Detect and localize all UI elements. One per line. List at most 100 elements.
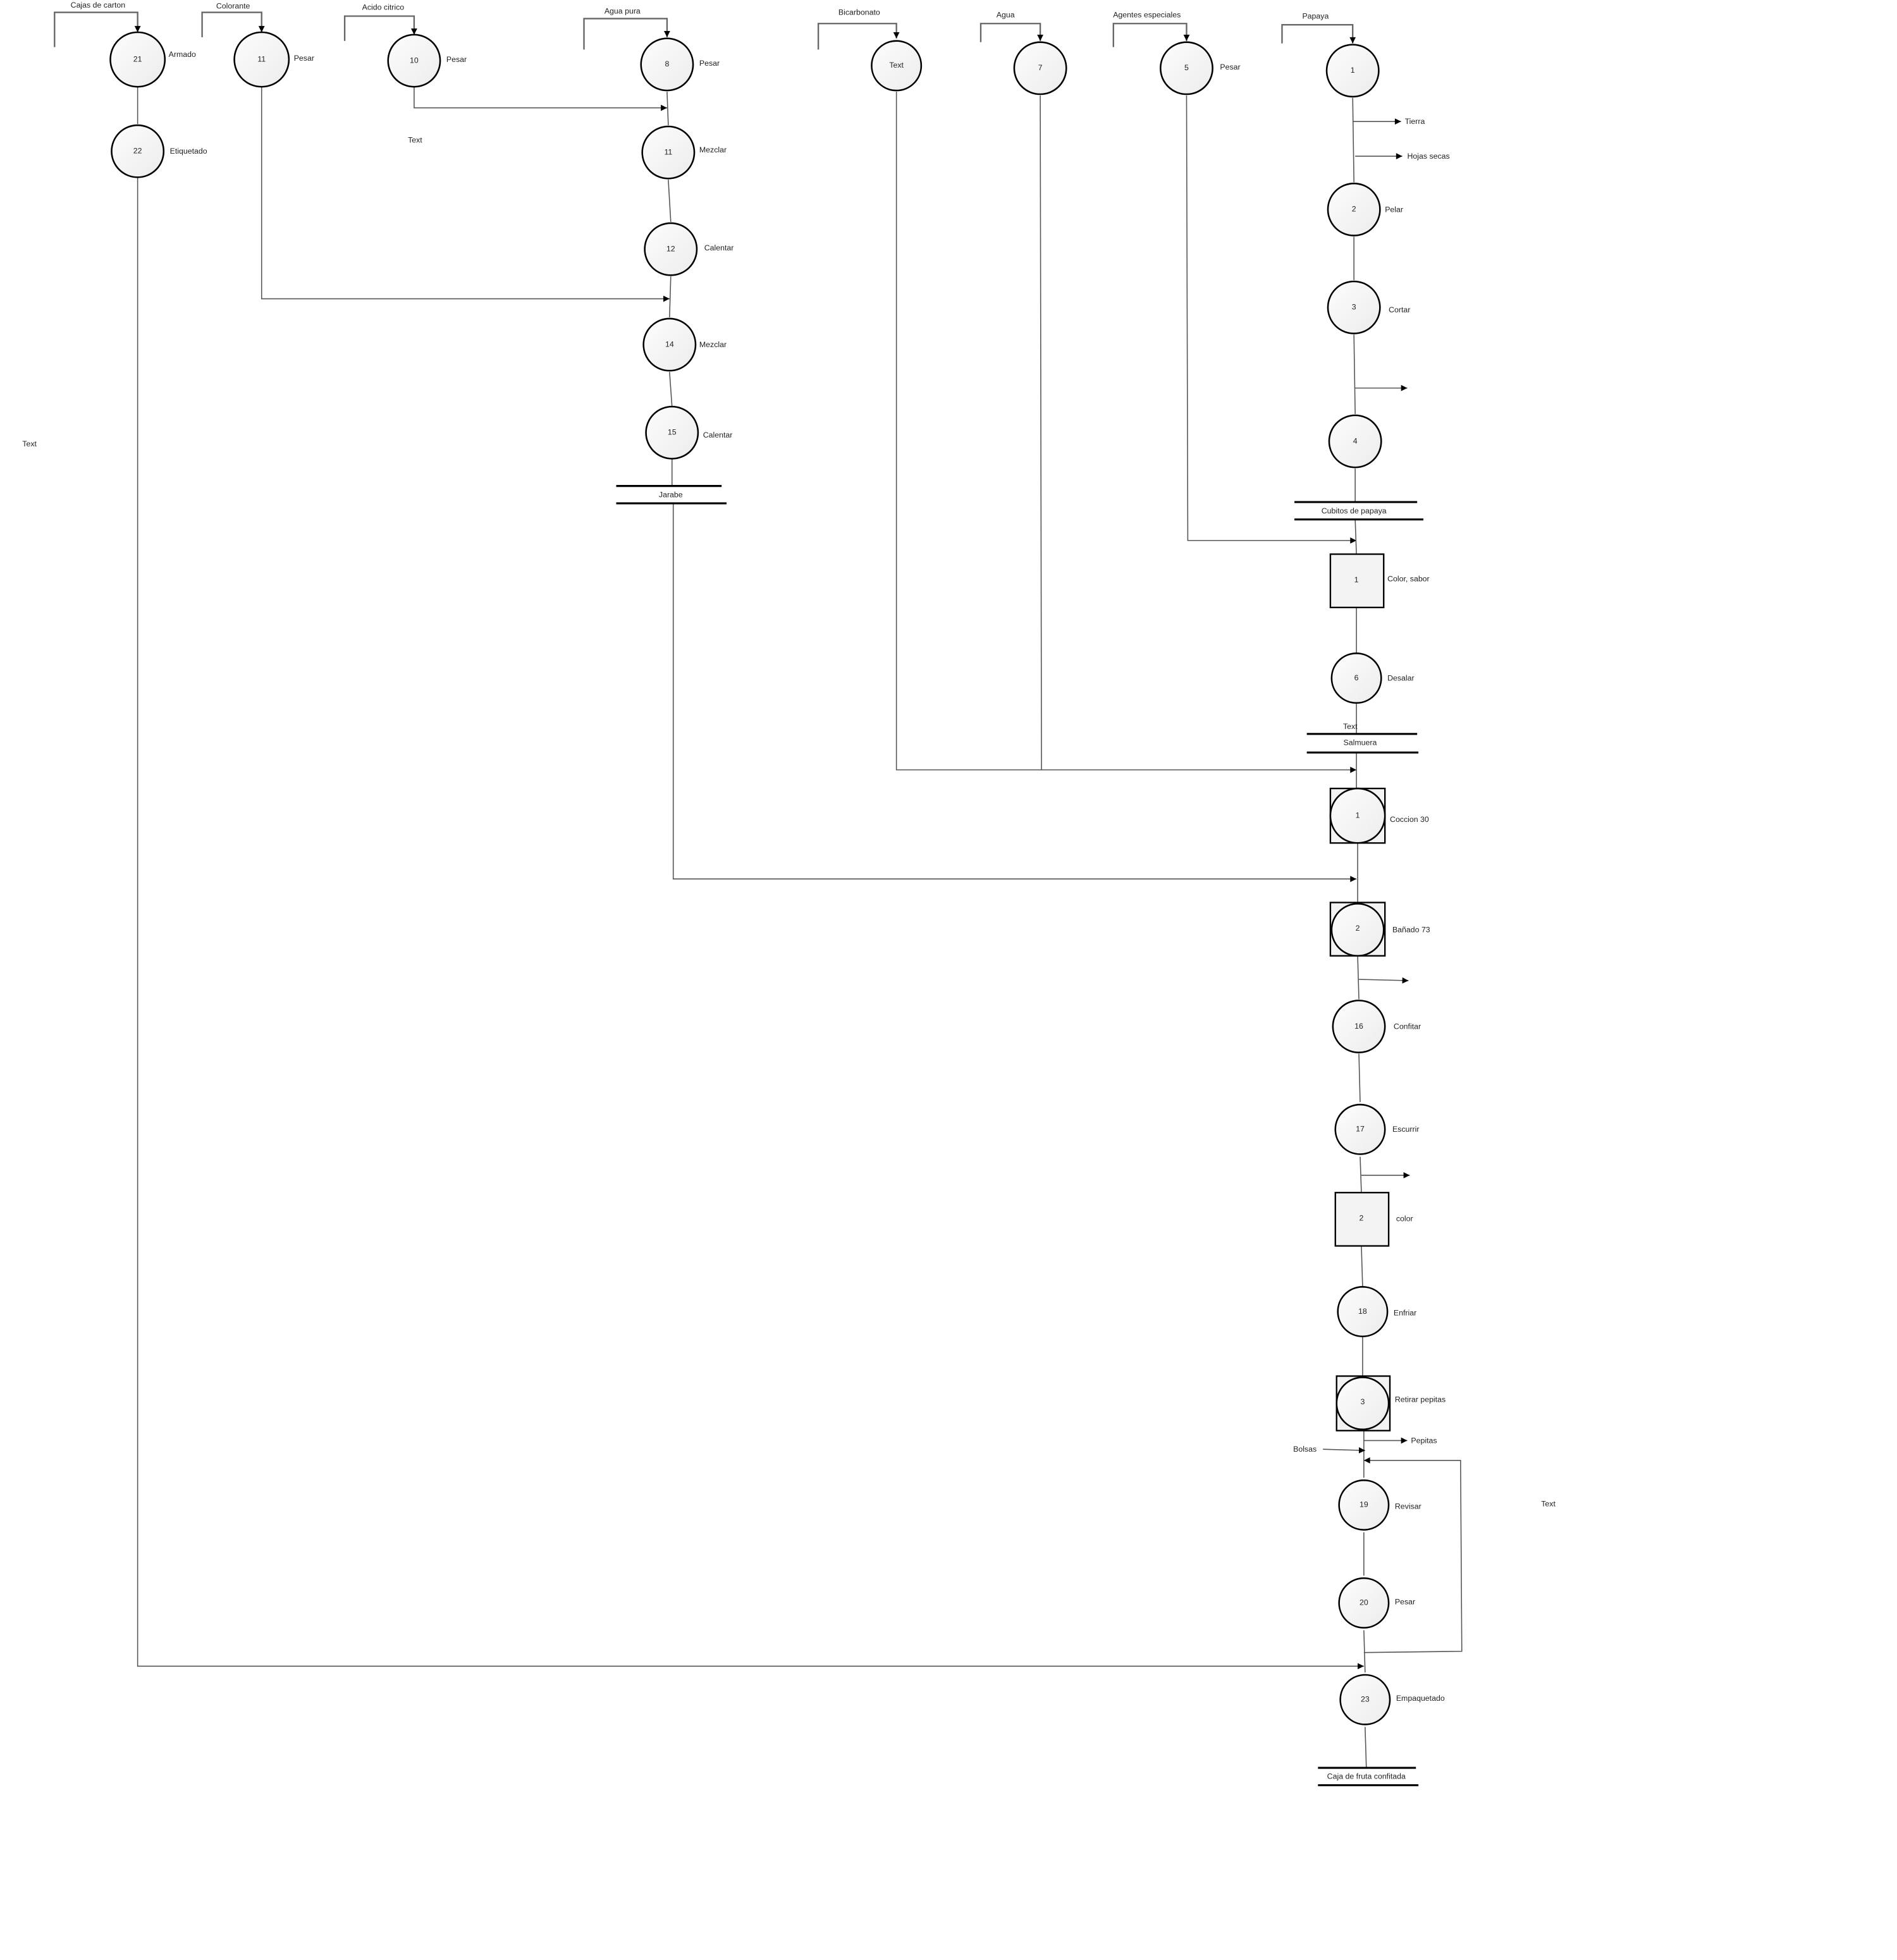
op-label: Pesar xyxy=(446,55,467,64)
op-number: 15 xyxy=(668,428,677,437)
input-label: Bolsas xyxy=(1293,1445,1317,1454)
operation-1[interactable]: 1 xyxy=(1325,44,1380,98)
op-number: 5 xyxy=(1184,63,1189,72)
operation-14[interactable]: 14 Mezclar xyxy=(642,317,727,372)
op-label: Pesar xyxy=(1395,1597,1415,1606)
output-label: Hojas secas xyxy=(1407,152,1449,161)
annotation-text: Text xyxy=(22,439,37,448)
operation-21[interactable]: 21 Armado xyxy=(109,31,197,88)
op-label: Bañado 73 xyxy=(1392,926,1430,934)
operation-7[interactable]: 7 xyxy=(1013,41,1067,95)
op-number: 11 xyxy=(664,147,672,156)
op-number: 21 xyxy=(133,54,142,63)
op-number: 20 xyxy=(1360,1598,1368,1607)
op-label: Mezclar xyxy=(699,145,727,154)
combined-op-3[interactable]: 3 Retirar pepitas xyxy=(1335,1375,1446,1431)
op-number: 1 xyxy=(1356,811,1360,819)
op-number: 23 xyxy=(1361,1695,1370,1704)
op-number: 7 xyxy=(1038,63,1043,72)
op-label: Desalar xyxy=(1387,673,1415,682)
op-label: Etiquetado xyxy=(170,147,207,156)
op-label: Calentar xyxy=(704,243,734,252)
input-brackets xyxy=(54,11,1356,50)
annotation-text: Text xyxy=(1343,722,1358,731)
operation-22[interactable]: 22 Etiquetado xyxy=(111,124,207,178)
op-label: Cortar xyxy=(1389,305,1410,314)
output-label: Pepitas xyxy=(1411,1436,1437,1445)
op-number: 19 xyxy=(1360,1500,1368,1509)
storage-jarabe: Jarabe xyxy=(616,485,727,505)
operation-20[interactable]: 20 Pesar xyxy=(1338,1577,1415,1629)
op-number: 1 xyxy=(1354,575,1359,584)
operation-10[interactable]: 10 Pesar xyxy=(387,34,467,88)
op-number: 8 xyxy=(665,59,669,68)
operation-11-pesar[interactable]: 11 Pesar xyxy=(233,31,314,88)
annotation-text: Text xyxy=(408,135,422,144)
operation-bicarbonato[interactable]: Text xyxy=(871,40,923,92)
op-number: 16 xyxy=(1354,1022,1363,1031)
input-label: Cajas de carton xyxy=(71,1,126,9)
input-label: Colorante xyxy=(216,2,250,11)
op-number: 4 xyxy=(1353,436,1358,445)
combined-op-2[interactable]: 2 Bañado 73 xyxy=(1329,902,1430,957)
annotation-text: Text xyxy=(1541,1499,1556,1508)
storage-caja: Caja de fruta confitada xyxy=(1318,1767,1419,1787)
storage-salmuera: Salmuera xyxy=(1306,733,1419,754)
operation-12[interactable]: 12 Calentar xyxy=(644,222,734,276)
operation-4[interactable]: 4 xyxy=(1328,414,1382,469)
operation-16[interactable]: 16 Confitar xyxy=(1332,1000,1421,1053)
op-label: Pelar xyxy=(1385,205,1403,214)
inspection-1[interactable]: 1 Color, sabor xyxy=(1329,553,1430,608)
op-number: 18 xyxy=(1358,1307,1367,1316)
op-number: Text xyxy=(889,61,904,70)
op-label: Armado xyxy=(169,50,196,59)
input-label: Bicarbonato xyxy=(838,8,880,17)
operation-6[interactable]: 6 Desalar xyxy=(1330,652,1415,704)
op-label: Escurrir xyxy=(1392,1125,1420,1134)
op-label: Coccion 30 xyxy=(1390,815,1429,824)
op-label: Calentar xyxy=(703,431,733,439)
operation-3[interactable]: 3 Cortar xyxy=(1327,280,1410,334)
op-number: 10 xyxy=(410,56,419,64)
op-number: 6 xyxy=(1354,673,1359,682)
op-label: Color, sabor xyxy=(1387,575,1430,584)
op-number: 3 xyxy=(1352,303,1356,312)
output-label: Tierra xyxy=(1405,117,1425,126)
op-label: Pesar xyxy=(294,54,314,63)
op-number: 2 xyxy=(1360,1214,1364,1223)
op-number: 11 xyxy=(257,54,266,63)
operation-17[interactable]: 17 Escurrir xyxy=(1334,1103,1420,1155)
op-number: 3 xyxy=(1360,1397,1365,1406)
flow-lines xyxy=(137,87,1463,1768)
op-label: Enfriar xyxy=(1394,1308,1416,1317)
operation-18[interactable]: 18 Enfriar xyxy=(1337,1286,1417,1337)
storage-cubitos: Cubitos de papaya xyxy=(1294,501,1423,521)
storage-label: Caja de fruta confitada xyxy=(1327,1772,1406,1781)
op-number: 1 xyxy=(1351,66,1355,75)
op-label: Retirar pepitas xyxy=(1395,1395,1446,1404)
op-label: Revisar xyxy=(1395,1502,1421,1510)
op-number: 14 xyxy=(665,340,674,348)
storage-label: Salmuera xyxy=(1344,738,1377,747)
input-label: Agua pura xyxy=(605,7,641,16)
storage-label: Cubitos de papaya xyxy=(1322,506,1387,515)
input-label: Acido citrico xyxy=(362,3,405,12)
op-number: 2 xyxy=(1356,924,1360,933)
op-number: 17 xyxy=(1356,1125,1365,1134)
operation-19[interactable]: 19 Revisar xyxy=(1338,1479,1421,1531)
operation-15[interactable]: 15 Calentar xyxy=(645,405,733,460)
op-label: Confitar xyxy=(1394,1022,1421,1031)
op-label: Mezclar xyxy=(699,340,727,349)
input-label: Papaya xyxy=(1302,11,1329,20)
op-number: 22 xyxy=(133,146,142,155)
operation-11-mezclar[interactable]: 11 Mezclar xyxy=(641,125,727,180)
storage-label: Jarabe xyxy=(659,490,683,499)
op-number: 12 xyxy=(666,244,675,253)
